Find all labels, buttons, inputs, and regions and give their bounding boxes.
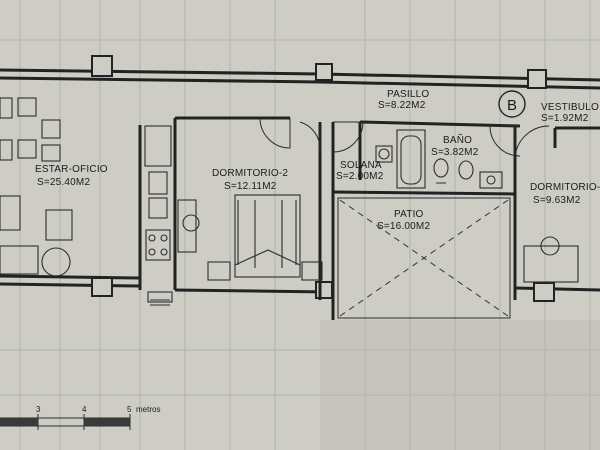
bidet	[458, 160, 474, 180]
room-name-solana: SOLANA	[340, 160, 382, 171]
columns	[91, 55, 555, 302]
interior-walls	[138, 116, 600, 320]
door-pasillo	[299, 121, 321, 151]
washbasin	[479, 171, 503, 189]
door-dormitorio2	[259, 117, 291, 149]
room-name-estar: ESTAR-OFICIO	[35, 164, 108, 175]
room-area-estar: S=25.40M2	[37, 177, 90, 188]
column	[91, 55, 113, 77]
room-area-solana: S=2.00M2	[336, 171, 384, 182]
room-name-dormitorio2: DORMITORIO-2	[212, 168, 288, 179]
double-bed	[234, 194, 301, 278]
doors	[259, 117, 550, 161]
room-name-patio: PATIO	[394, 209, 424, 220]
washer	[375, 145, 393, 163]
column	[533, 282, 555, 302]
room-labels: ESTAR-OFICIO S=25.40M2 DORMITORIO-2 S=12…	[35, 89, 600, 232]
room-area-pasillo: S=8.22M2	[378, 100, 426, 111]
stove	[145, 229, 171, 261]
scale-segment	[84, 418, 130, 426]
column	[315, 281, 333, 299]
scale-segment	[0, 418, 38, 426]
scale-tick-3: 3	[36, 405, 41, 414]
toilet	[433, 158, 449, 184]
room-area-dormitorio2: S=12.11M2	[224, 181, 277, 192]
room-name-bano: BAÑO	[443, 133, 472, 146]
room-name-vestibulo: VESTIBULO	[541, 102, 599, 113]
room-area-patio: S=16.00M2	[377, 221, 430, 232]
bathtub	[396, 129, 426, 189]
scale-bar: 3 4 5 metros	[0, 405, 160, 430]
room-area-dormitorio1: S=9.63M2	[533, 195, 581, 206]
scale-tick-5: 5	[127, 405, 132, 414]
patio-outline	[337, 197, 511, 319]
section-marker: B	[498, 90, 526, 118]
paper-shadow	[320, 320, 600, 450]
room-name-pasillo: PASILLO	[387, 89, 429, 100]
marker-circle	[498, 90, 526, 118]
door-dormitorio1	[514, 125, 550, 161]
column	[315, 63, 333, 81]
column	[91, 277, 113, 297]
bedroom2-furniture	[177, 194, 323, 281]
door-vestibulo	[489, 125, 521, 157]
bedroom1-furniture	[523, 236, 579, 283]
bathroom-fixtures	[375, 129, 503, 189]
room-name-dormitorio1: DORMITORIO-1	[530, 182, 600, 193]
scale-unit: metros	[136, 405, 160, 414]
sink	[148, 171, 168, 195]
living-furniture	[0, 97, 173, 306]
room-area-vestibulo: S=1.92M2	[541, 113, 589, 124]
door-solana	[332, 121, 364, 153]
marker-letter: B	[507, 97, 517, 114]
room-area-bano: S=3.82M2	[431, 147, 479, 158]
kitchen-counter	[144, 125, 172, 167]
scale-tick-4: 4	[82, 405, 87, 414]
column	[527, 69, 547, 89]
